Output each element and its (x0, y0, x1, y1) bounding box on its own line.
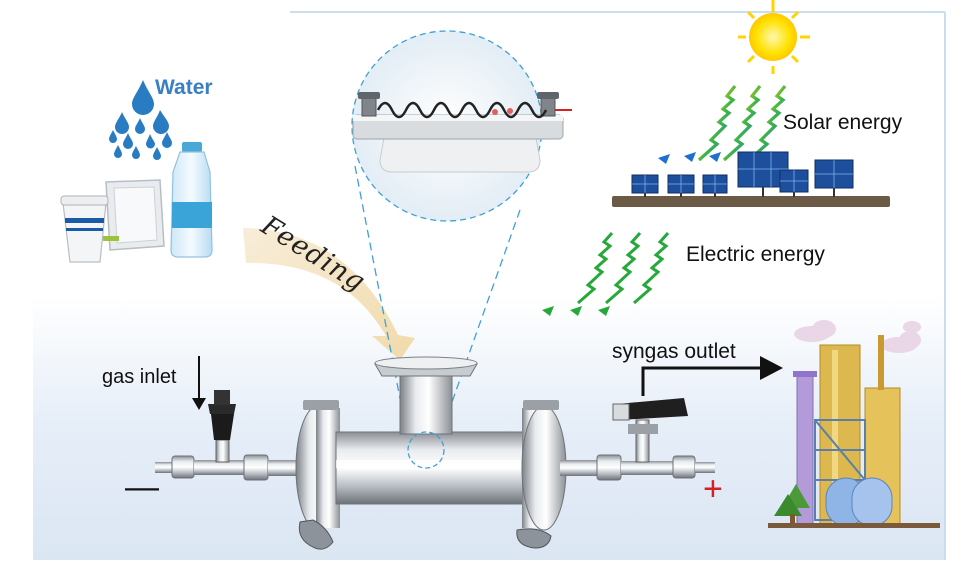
chemical-plant-icon (768, 320, 940, 528)
solar-energy-label: Solar energy (783, 111, 903, 134)
solar-panels-icon (612, 151, 890, 207)
solar-rays-icon (697, 85, 787, 162)
sun-icon (738, 0, 810, 74)
syngas-outlet-arrow (641, 366, 762, 396)
water-label: Water (155, 76, 213, 99)
plasma-reactor (155, 356, 715, 550)
electric-energy-icon (577, 232, 670, 305)
water-drops-icon (109, 80, 172, 160)
electric-energy-label: Electric energy (686, 243, 825, 266)
syngas-outlet-label: syngas outlet (612, 340, 736, 363)
zoom-detail (351, 30, 572, 451)
plastic-waste-icon (60, 142, 213, 263)
feeding-arrow (243, 228, 415, 360)
positive-electrode-sign: + (703, 470, 723, 508)
negative-electrode-sign: — (125, 468, 159, 506)
gas-inlet-label: gas inlet (102, 366, 177, 388)
